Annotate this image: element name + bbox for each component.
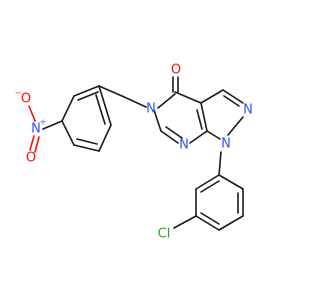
bond-ar4-inner [200, 212, 220, 225]
bond-bz6-inner [95, 94, 106, 125]
bond-bz3 [61, 120, 75, 146]
bond-bz2 [61, 95, 75, 122]
bond-c7a-n7 [189, 130, 208, 144]
bond-ch2-ar [98, 85, 123, 97]
atom-n2: N [243, 103, 253, 118]
bond-bz4-inner [76, 138, 98, 145]
bond-c4-c3a [174, 91, 202, 104]
bond-nitro-o-bottom-double [34, 136, 40, 153]
bond-ar6 [195, 174, 220, 190]
bond-ar3 [218, 215, 244, 231]
bond-bz1 [73, 85, 100, 97]
bond-n5-ch2 [121, 95, 147, 108]
bond-c4-n5 [157, 93, 176, 109]
bond-c6-n5 [153, 109, 162, 132]
atom-n5: N [146, 102, 156, 117]
charge-plus: + [40, 118, 47, 127]
bond-bz4 [73, 144, 100, 152]
structure-drawing: O N N N N N + O − O Cl [15, 63, 253, 242]
bond-c3a-c7a-inner [196, 109, 203, 130]
bond-bz6 [98, 85, 112, 126]
bond-ar1 [218, 174, 244, 190]
bond-nitro-o-top [28, 105, 36, 122]
atom-n7: N [179, 138, 189, 153]
bond-n2-n1 [227, 116, 244, 136]
bond-ar4 [195, 215, 220, 231]
atom-o-nitro-bottom: O [26, 151, 36, 166]
charge-minus: − [15, 89, 22, 98]
bond-ar6-inner [200, 180, 220, 193]
bond-c3a-c7a [200, 102, 208, 132]
bond-n1-aryl [218, 151, 222, 176]
bond-c7a-n1 [206, 130, 221, 140]
atom-cl: Cl [158, 227, 171, 242]
atom-n1: N [221, 137, 231, 152]
bond-nitro-o-bottom [29, 135, 35, 151]
bond-n7-c6 [160, 130, 179, 144]
molecule-diagram: O N N N N N + O − O Cl [15, 63, 253, 242]
atom-o-nitro-top: O [21, 92, 31, 107]
bond-n7-c6-double [165, 126, 183, 139]
atom-n-nitro: N [31, 122, 41, 137]
bond-c3-n2 [222, 89, 244, 104]
bond-c3-n2-double [223, 95, 240, 107]
bond-ar-nitro [42, 120, 63, 130]
bond-ar-cl [173, 215, 197, 229]
bond-bz5 [98, 124, 112, 152]
bond-c3a-c3 [200, 89, 224, 104]
atom-o-carbonyl: O [171, 63, 181, 78]
bond-bz1-inner [77, 91, 99, 101]
